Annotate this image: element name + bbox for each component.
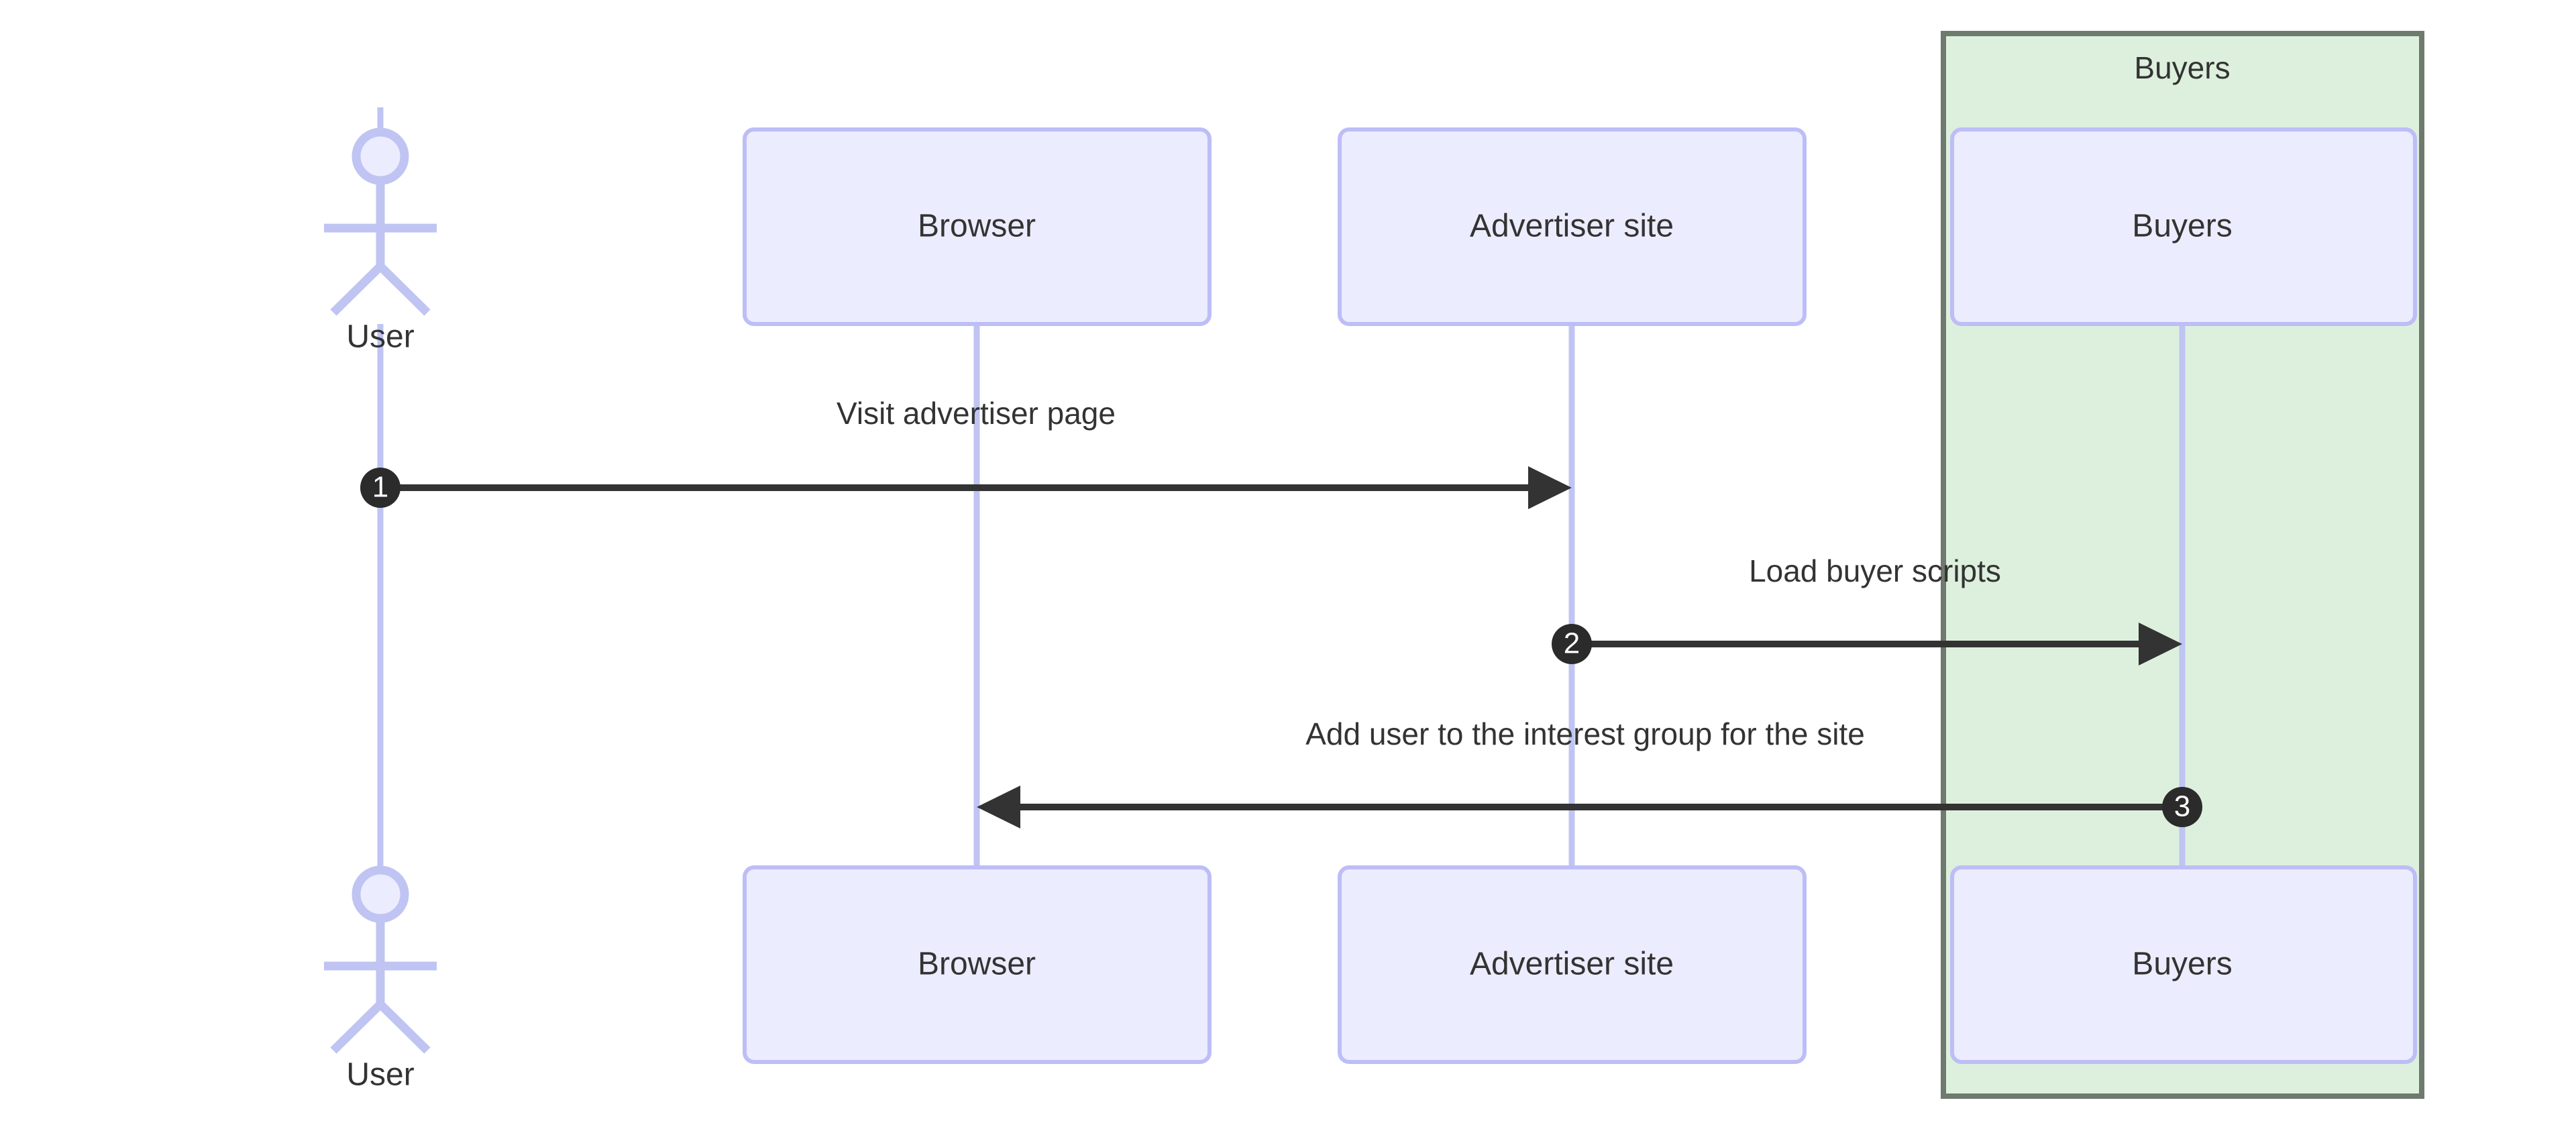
participant-label-user-top: User (346, 319, 414, 355)
message-2-arrowhead (2139, 623, 2182, 665)
participant-label-browser-bottom: Browser (918, 947, 1036, 982)
message-1-label: Visit advertiser page (837, 396, 1116, 431)
actor-leg-left-icon-bottom (330, 1001, 384, 1054)
message-3-number: 3 (2174, 790, 2190, 823)
actor-leg-right-icon-bottom (377, 1001, 431, 1054)
participant-label-advertiser-bottom: Advertiser site (1470, 947, 1674, 982)
actor-leg-right-icon (377, 263, 431, 316)
participant-advertiser-top[interactable]: Advertiser site (1338, 127, 1807, 326)
message-2-label: Load buyer scripts (1749, 553, 2001, 588)
message-3-arrowhead (977, 786, 1020, 828)
message-3[interactable]: Add user to the interest group for the s… (977, 716, 2202, 828)
participant-rect-browser-top[interactable] (743, 127, 1212, 326)
message-2-badge[interactable] (1552, 624, 1592, 664)
participant-browser-bottom[interactable]: Browser (743, 865, 1212, 1064)
message-1-arrowhead (1528, 466, 1572, 509)
participant-rect-advertiser-bottom[interactable] (1338, 865, 1807, 1064)
message-3-label: Add user to the interest group for the s… (1305, 716, 1865, 751)
participant-advertiser-bottom[interactable]: Advertiser site (1338, 865, 1807, 1064)
participant-buyers-bottom[interactable]: Buyers (1950, 865, 2417, 1064)
message-1-badge[interactable] (360, 468, 400, 508)
actor-head-icon (352, 127, 409, 185)
message-1[interactable]: Visit advertiser page 1 (360, 396, 1572, 509)
participant-label-buyers-bottom: Buyers (2132, 947, 2232, 982)
participant-buyers-top[interactable]: Buyers (1950, 127, 2417, 326)
participant-rect-browser-bottom[interactable] (743, 865, 1212, 1064)
participant-label-advertiser-top: Advertiser site (1470, 209, 1674, 244)
actor-leg-left-icon (330, 263, 384, 316)
participant-label-buyers-top: Buyers (2132, 209, 2232, 244)
participant-rect-buyers-bottom[interactable] (1950, 865, 2417, 1064)
message-2-number: 2 (1564, 627, 1580, 660)
participant-rect-buyers-top[interactable] (1950, 127, 2417, 326)
message-3-badge[interactable] (2162, 787, 2202, 827)
participant-browser-top[interactable]: Browser (743, 127, 1212, 326)
lifelines (377, 324, 2186, 870)
participant-label-browser-top: Browser (918, 209, 1036, 244)
participant-user-top[interactable]: User (324, 107, 437, 355)
participant-rect-advertiser-top[interactable] (1338, 127, 1807, 326)
message-2[interactable]: Load buyer scripts 2 (1552, 553, 2182, 665)
actor-head-icon-bottom (352, 865, 409, 923)
participant-label-user-bottom: User (346, 1057, 414, 1093)
message-1-number: 1 (372, 471, 388, 504)
group-title-label: Buyers (2134, 50, 2230, 85)
participant-user-bottom[interactable]: User (324, 865, 437, 1093)
